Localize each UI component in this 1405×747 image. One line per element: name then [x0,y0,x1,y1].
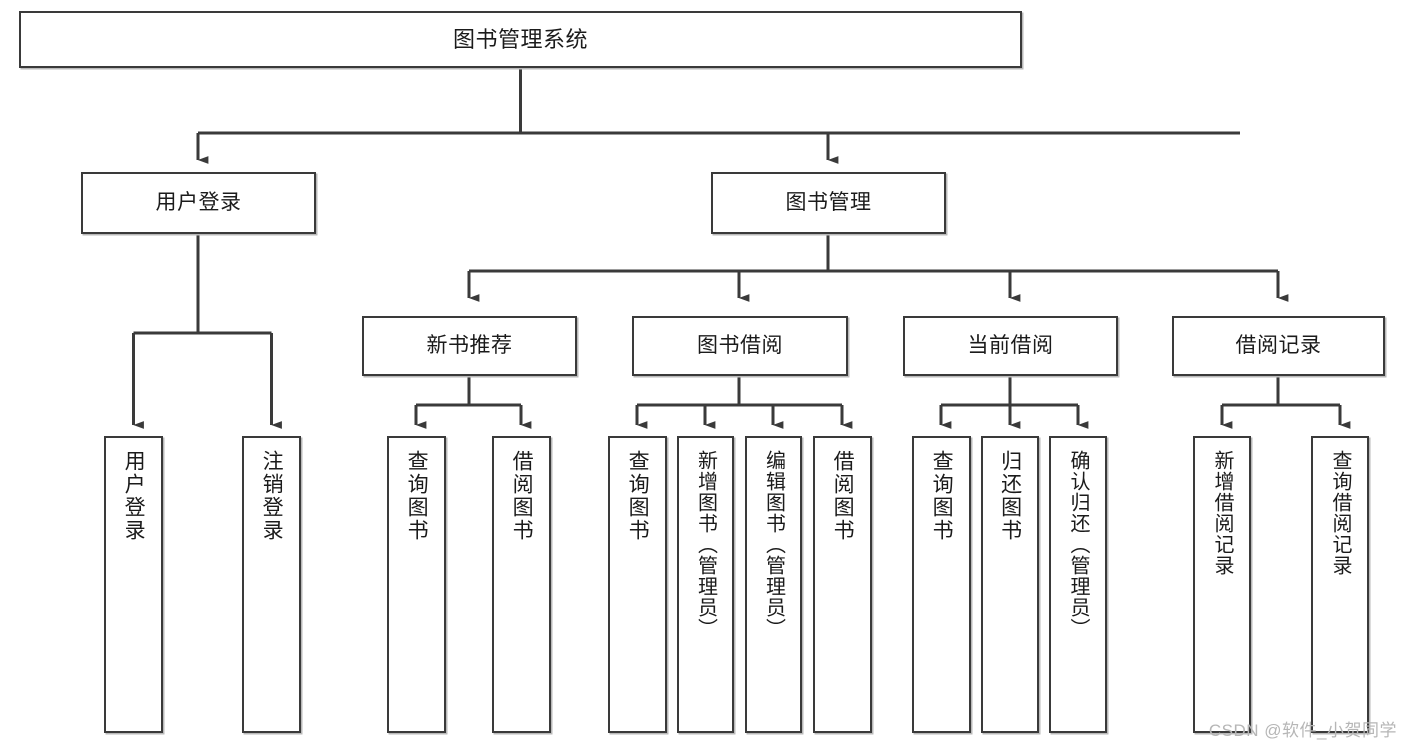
node-label: 借阅图书 [831,450,855,542]
node-leaf-borrow-book-2[interactable]: 借阅图书 [813,436,872,733]
node-label: 查询借阅记录 [1329,450,1351,576]
node-label: 确认归还（管理员） [1067,450,1089,639]
node-user-login[interactable]: 用户登录 [81,172,316,234]
node-label: 图书管理 [785,190,872,214]
node-label: 借阅图书 [510,450,534,542]
node-label: 查询图书 [626,450,650,542]
node-label: 当前借阅 [967,333,1054,357]
node-root-book-management-system[interactable]: 图书管理系统 [19,11,1022,68]
node-label: 编辑图书（管理员） [762,450,785,639]
node-label: 查询图书 [930,450,954,542]
node-label: 图书借阅 [697,333,783,357]
node-label: 用户登录 [122,450,146,542]
node-leaf-query-book-3[interactable]: 查询图书 [912,436,971,733]
node-current-borrow[interactable]: 当前借阅 [903,316,1118,376]
node-label: 图书管理系统 [452,26,588,52]
node-leaf-return-book[interactable]: 归还图书 [981,436,1039,733]
node-borrow-record[interactable]: 借阅记录 [1172,316,1385,376]
node-label: 用户登录 [155,190,242,214]
node-leaf-query-record[interactable]: 查询借阅记录 [1311,436,1369,733]
node-leaf-user-login[interactable]: 用户登录 [104,436,163,733]
csdn-watermark: CSDN @软件_小贺同学 [1208,721,1397,740]
node-label: 新增借阅记录 [1211,450,1233,576]
node-leaf-edit-book[interactable]: 编辑图书（管理员） [745,436,802,733]
node-leaf-confirm-return[interactable]: 确认归还（管理员） [1049,436,1107,733]
node-label: 借阅记录 [1235,333,1322,357]
node-leaf-query-book-2[interactable]: 查询图书 [608,436,667,733]
node-label: 新增图书（管理员） [694,450,717,639]
node-leaf-borrow-book-1[interactable]: 借阅图书 [492,436,551,733]
node-leaf-query-book-1[interactable]: 查询图书 [387,436,446,733]
node-book-management[interactable]: 图书管理 [711,172,946,234]
node-leaf-logout-login[interactable]: 注销登录 [242,436,301,733]
node-label: 查询图书 [405,450,429,542]
node-label: 注销登录 [260,450,284,542]
node-leaf-add-book[interactable]: 新增图书（管理员） [677,436,734,733]
node-new-book-recommend[interactable]: 新书推荐 [362,316,577,376]
node-label: 归还图书 [998,450,1022,542]
node-label: 新书推荐 [426,333,513,357]
node-leaf-add-record[interactable]: 新增借阅记录 [1193,436,1251,733]
node-book-borrow[interactable]: 图书借阅 [632,316,848,376]
